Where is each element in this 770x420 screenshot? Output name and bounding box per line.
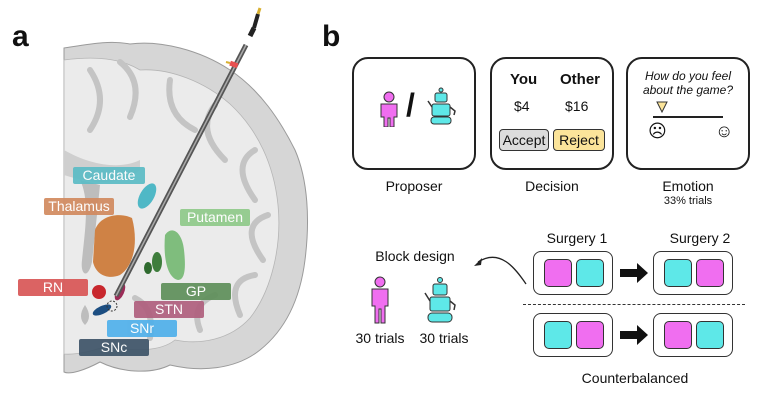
label-stn: STN bbox=[134, 301, 204, 318]
human-block bbox=[664, 321, 692, 349]
human-block bbox=[544, 259, 572, 287]
you-amount: $4 bbox=[514, 98, 530, 114]
other-amount: $16 bbox=[565, 98, 589, 114]
robot-icon-large bbox=[424, 277, 456, 323]
proposer-separator: / bbox=[406, 87, 415, 123]
emotion-question-line2: about the game? bbox=[642, 83, 734, 97]
proposer-caption: Proposer bbox=[385, 178, 443, 194]
counterbalance-divider bbox=[523, 304, 745, 305]
slider-marker-icon[interactable] bbox=[656, 101, 668, 113]
counterbalanced-caption: Counterbalanced bbox=[581, 370, 689, 386]
emotion-subcaption: 33% trials bbox=[663, 195, 713, 207]
human-icon bbox=[380, 91, 398, 127]
you-header: You bbox=[510, 71, 538, 88]
arrow-right-icon bbox=[620, 325, 648, 345]
emotion-slider-track[interactable] bbox=[653, 116, 723, 118]
surgery-2-block-order-a bbox=[653, 251, 733, 295]
proposer-card: / bbox=[352, 57, 476, 170]
other-header: Other bbox=[560, 71, 601, 88]
human-block bbox=[696, 259, 724, 287]
human-block bbox=[576, 321, 604, 349]
surgery-1-block-order-a bbox=[533, 251, 613, 295]
surgery-1-block-order-b bbox=[533, 313, 613, 357]
accept-button[interactable]: Accept bbox=[499, 129, 549, 151]
emotion-caption: Emotion bbox=[662, 178, 714, 194]
decision-card: You Other $4 $16 Accept Reject bbox=[490, 57, 614, 170]
robot-block bbox=[544, 321, 572, 349]
emotion-question-line1: How do you feel bbox=[644, 69, 732, 83]
human-trials: 30 trials bbox=[355, 330, 405, 346]
label-gp: GP bbox=[161, 283, 231, 300]
sad-face-icon: ☹ bbox=[648, 121, 667, 141]
human-icon-large bbox=[371, 276, 389, 324]
block-design-title: Block design bbox=[375, 248, 455, 264]
surgery-2-block-order-b bbox=[653, 313, 733, 357]
emotion-card: How do you feel about the game? ☹ ☺ bbox=[626, 57, 750, 170]
robot-trials: 30 trials bbox=[419, 330, 469, 346]
label-snr: SNr bbox=[107, 320, 177, 337]
robot-block bbox=[576, 259, 604, 287]
surgery-1-label: Surgery 1 bbox=[546, 230, 608, 246]
reject-button[interactable]: Reject bbox=[553, 129, 605, 151]
happy-face-icon: ☺ bbox=[715, 121, 734, 141]
robot-block bbox=[696, 321, 724, 349]
label-thalamus: Thalamus bbox=[44, 198, 114, 215]
robot-block bbox=[664, 259, 692, 287]
label-rn: RN bbox=[18, 279, 88, 296]
label-caudate: Caudate bbox=[73, 167, 145, 184]
arrow-right-icon bbox=[620, 263, 648, 283]
label-putamen: Putamen bbox=[180, 209, 250, 226]
label-snc: SNc bbox=[79, 339, 149, 356]
surgery-2-label: Surgery 2 bbox=[669, 230, 731, 246]
curved-arrow-icon bbox=[474, 256, 527, 285]
decision-caption: Decision bbox=[525, 178, 579, 194]
panel-label-b: b bbox=[322, 20, 341, 53]
robot-icon bbox=[427, 87, 456, 125]
panel-label-a: a bbox=[12, 20, 29, 53]
